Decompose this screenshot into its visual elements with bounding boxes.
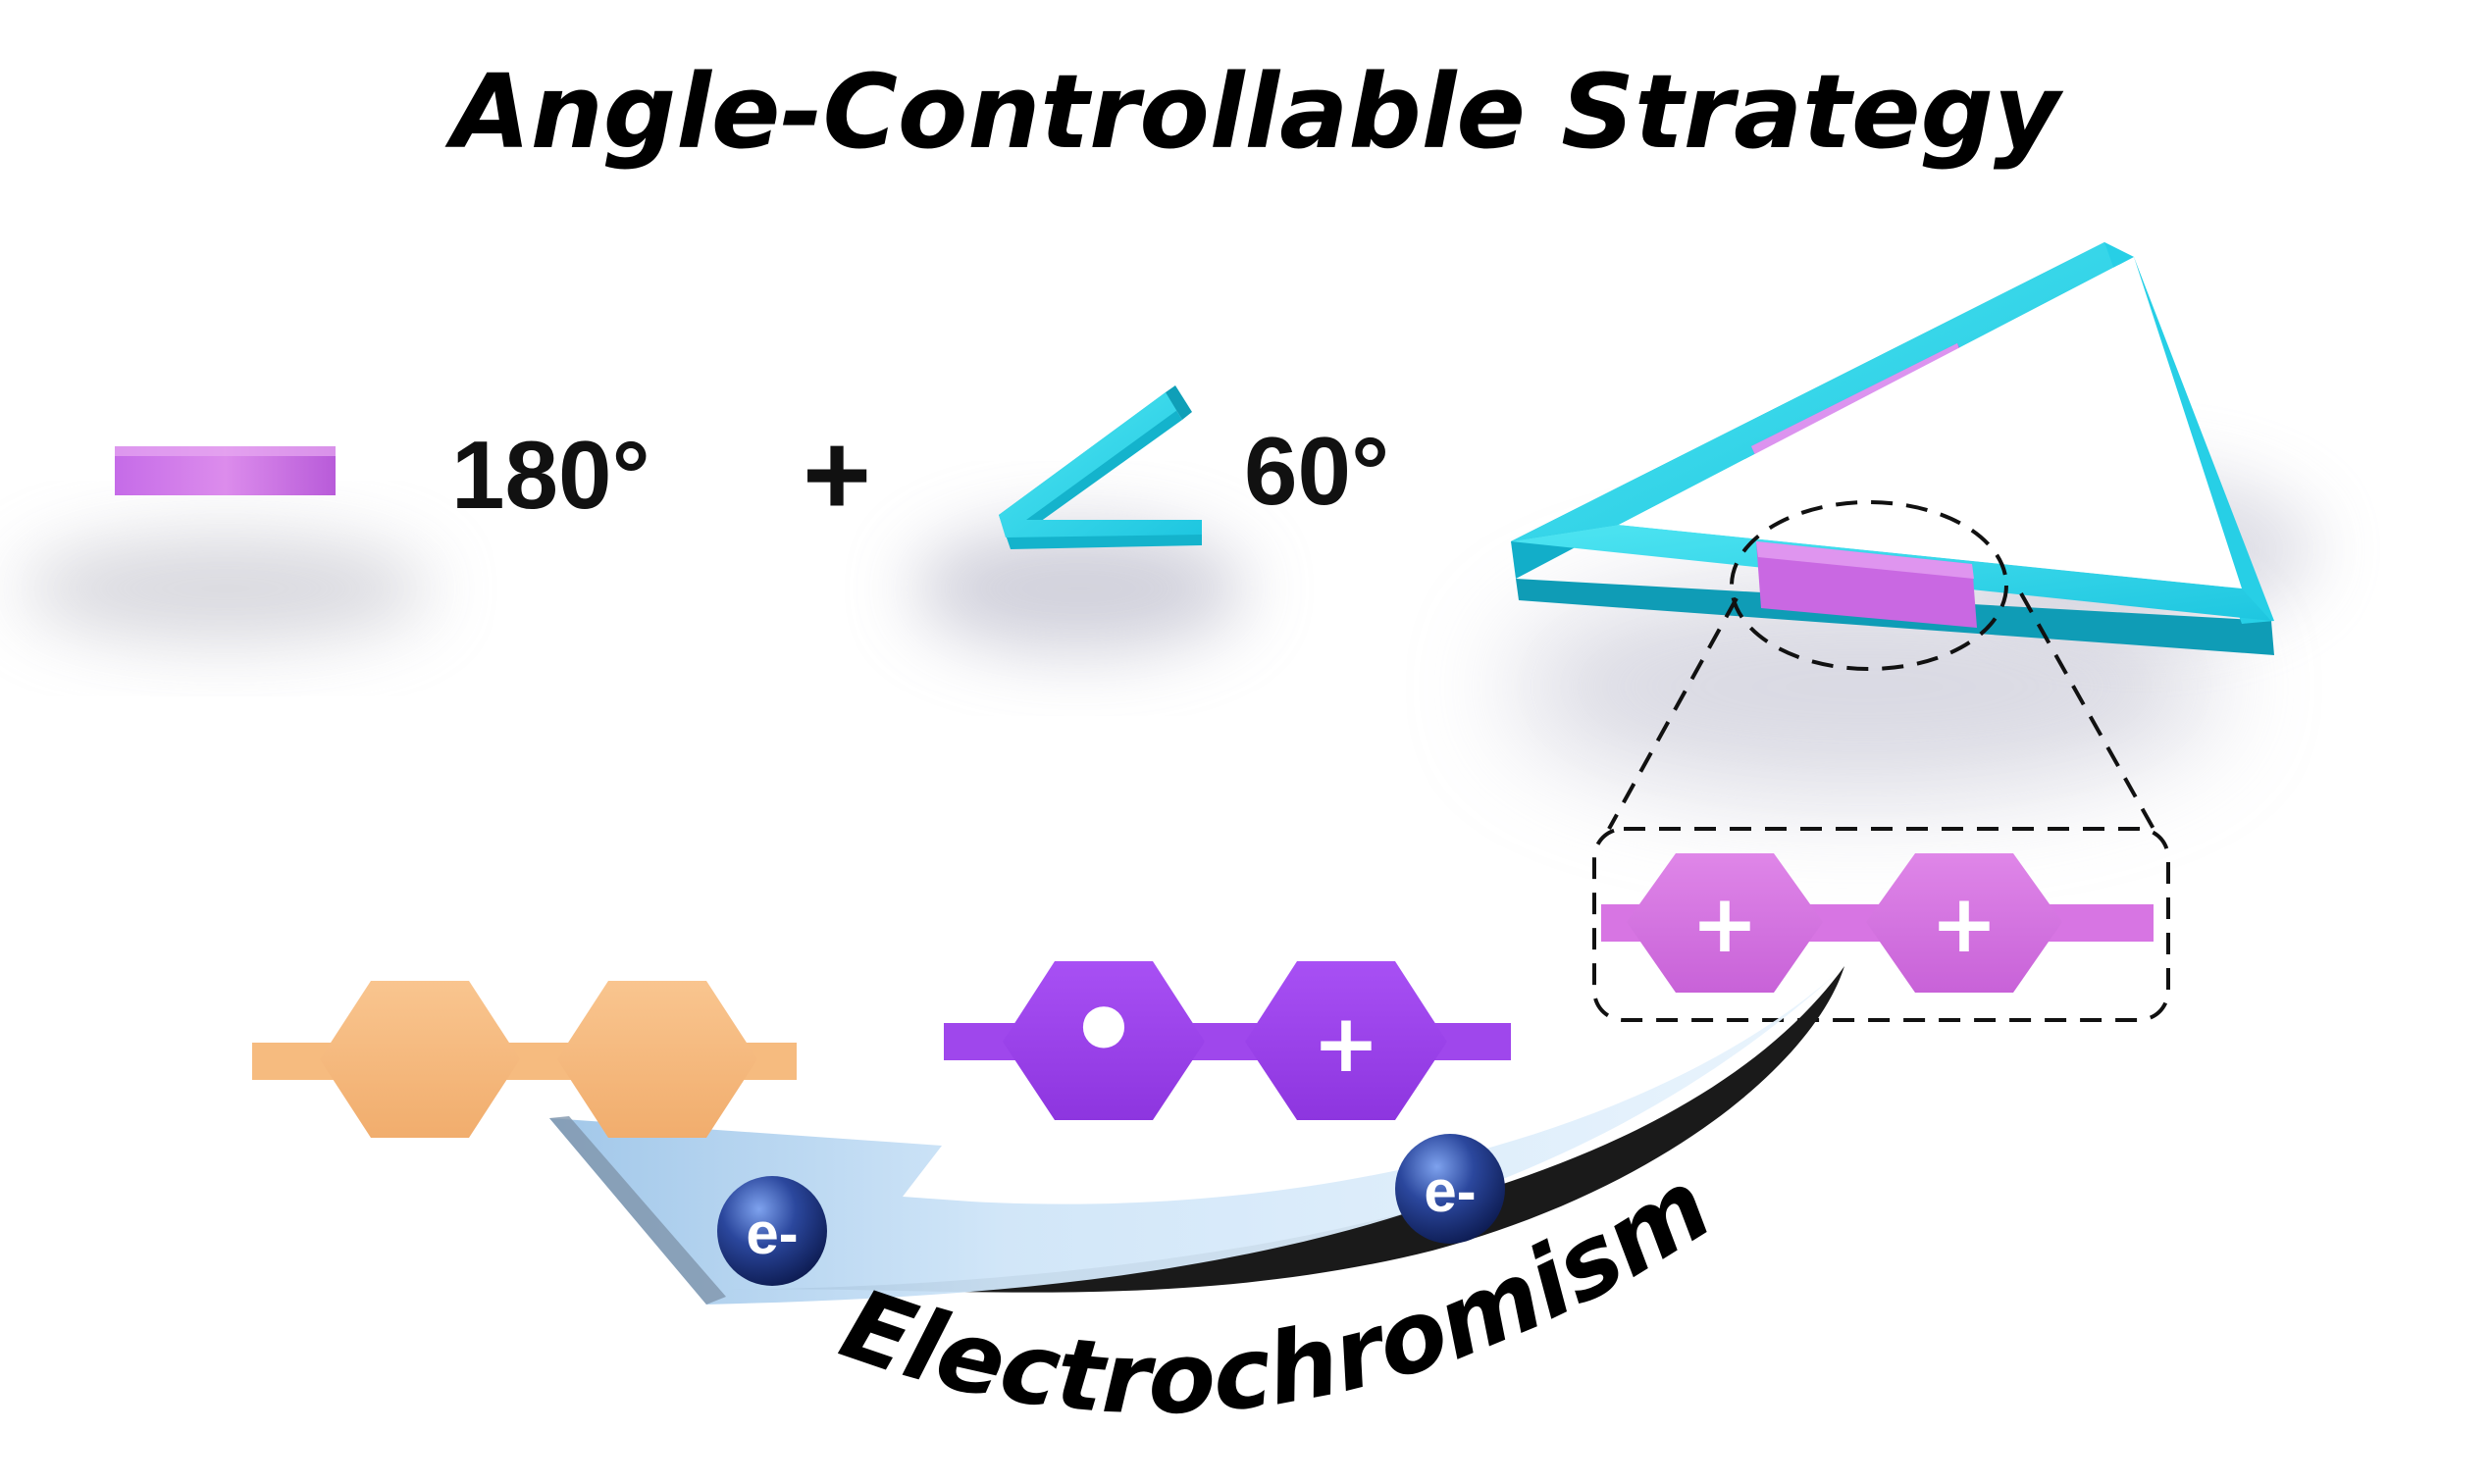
plus-sign: + <box>803 409 871 540</box>
neutral-state <box>252 981 797 1138</box>
radical-cation-state <box>944 961 1511 1120</box>
electron-left-label: e- <box>746 1201 798 1266</box>
bent-angle-label: 60° <box>1244 417 1389 525</box>
bent-block <box>999 385 1202 549</box>
linear-angle-label: 180° <box>451 421 650 529</box>
dication-state <box>1601 853 2154 993</box>
reduction-arrow <box>549 966 1844 1305</box>
zoom-indicator <box>1592 500 2170 1022</box>
radical-dot: • <box>1066 963 1142 1100</box>
triangle-assembly <box>1511 242 2274 655</box>
figure-title: Angle-Controllable Strategy <box>444 52 2064 172</box>
electron-left <box>717 1176 827 1286</box>
electron-right <box>1395 1134 1505 1244</box>
linear-block <box>115 446 336 495</box>
electron-right-label: e- <box>1424 1158 1476 1224</box>
charge-plus-radical: + <box>1313 998 1380 1091</box>
charge-plus-right: + <box>1931 878 1999 971</box>
charge-plus-left: + <box>1691 878 1759 971</box>
